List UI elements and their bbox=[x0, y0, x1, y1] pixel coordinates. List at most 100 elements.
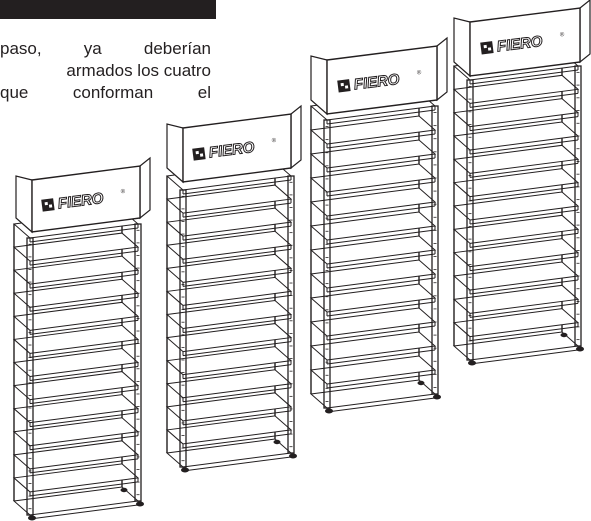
shelf-lip bbox=[469, 162, 579, 178]
rack-shelf bbox=[309, 307, 437, 337]
rack-foot bbox=[28, 515, 36, 521]
shelf-lip bbox=[29, 273, 139, 289]
rack-foot bbox=[468, 360, 476, 366]
rack-foot bbox=[576, 346, 584, 352]
rack-foot bbox=[289, 453, 297, 459]
shelf-lip bbox=[326, 277, 436, 293]
shelf-lip bbox=[182, 364, 292, 380]
shelf-lip bbox=[29, 504, 139, 520]
shelf-lip bbox=[182, 248, 292, 264]
rack-shelf bbox=[12, 440, 140, 470]
shelf-lip bbox=[182, 387, 292, 403]
rack-foot bbox=[417, 380, 425, 386]
rack-shelf bbox=[452, 308, 580, 338]
rack-foot bbox=[120, 487, 128, 493]
shelf-lip bbox=[469, 349, 579, 365]
section-header-bar bbox=[0, 0, 216, 19]
shelf-lip bbox=[469, 139, 579, 155]
sign-wing bbox=[579, 0, 591, 64]
shelf-lip bbox=[182, 294, 292, 310]
rack-foot bbox=[273, 439, 281, 445]
shelf-lip bbox=[182, 202, 292, 218]
shelf-lip bbox=[469, 326, 579, 342]
rack-shelf bbox=[165, 299, 293, 330]
rack-post bbox=[134, 223, 142, 502]
rack-post bbox=[323, 119, 331, 409]
rack-shelf bbox=[309, 139, 437, 169]
shelf-lip bbox=[182, 410, 292, 426]
rack-post bbox=[179, 189, 187, 468]
shelf-lip bbox=[326, 157, 436, 173]
rack-shelf bbox=[12, 232, 140, 262]
shelf-lip bbox=[469, 232, 579, 248]
rack-shelf bbox=[452, 74, 580, 104]
rack-post bbox=[574, 65, 582, 347]
shelf-lip bbox=[182, 318, 292, 333]
shelf-lip bbox=[29, 389, 139, 405]
rack-shelf bbox=[12, 278, 140, 308]
rack-shelf bbox=[309, 331, 437, 361]
rack-shelf bbox=[309, 259, 437, 289]
brand-name: FIERO bbox=[353, 71, 401, 94]
shelf-lip bbox=[29, 458, 139, 474]
rack-foot bbox=[181, 467, 189, 473]
rack-foot bbox=[136, 501, 144, 507]
rack-shelf bbox=[165, 184, 293, 214]
shelf-lip bbox=[469, 302, 579, 318]
rack-shelf bbox=[452, 238, 580, 268]
sign-panel bbox=[31, 165, 141, 233]
shelf-lip bbox=[29, 435, 139, 451]
rack-shelf bbox=[12, 463, 140, 493]
brand-logo: FIERO® bbox=[192, 137, 277, 162]
rack-shelf bbox=[12, 394, 140, 424]
rack-shelf bbox=[165, 207, 293, 237]
shelf-lip bbox=[469, 209, 579, 225]
sign-panel bbox=[469, 7, 581, 77]
registered-mark: ® bbox=[416, 69, 422, 77]
brand-logo-icon bbox=[337, 79, 351, 93]
rack-shelf bbox=[452, 144, 580, 174]
rack-shelf bbox=[452, 284, 580, 314]
brand-logo-icon bbox=[41, 198, 55, 212]
rack-post bbox=[431, 105, 439, 395]
registered-mark: ® bbox=[271, 137, 277, 145]
sign-wing bbox=[139, 156, 151, 220]
registered-mark: ® bbox=[559, 31, 565, 39]
shelf-lip bbox=[326, 133, 436, 149]
rack-foot bbox=[325, 408, 333, 414]
paragraph-line: armados los cuatro bbox=[66, 61, 211, 80]
rack-shelf bbox=[309, 235, 437, 265]
display-rack: FIERO ® bbox=[309, 36, 448, 414]
rack-shelf bbox=[165, 438, 293, 468]
shelf-lip bbox=[29, 481, 139, 497]
rack-shelf bbox=[165, 276, 293, 306]
display-rack: FIERO® bbox=[165, 104, 302, 473]
rack-shelf bbox=[452, 191, 580, 221]
shelf-lip bbox=[29, 412, 139, 428]
shelf-lip bbox=[469, 116, 579, 132]
brand-logo: FIERO ® bbox=[337, 69, 422, 94]
rack-post bbox=[287, 175, 295, 454]
rack-shelf bbox=[12, 347, 140, 378]
rack-shelf bbox=[452, 261, 580, 291]
rack-shelf bbox=[165, 415, 293, 445]
rack-shelf bbox=[165, 253, 293, 283]
rack-shelf bbox=[309, 187, 437, 217]
brand-name: FIERO bbox=[496, 33, 544, 56]
shelf-lip bbox=[29, 227, 139, 243]
shelf-lip bbox=[326, 253, 436, 269]
sign-panel bbox=[326, 45, 438, 115]
rack-shelf bbox=[309, 163, 437, 193]
rack-shelf bbox=[452, 121, 580, 151]
rack-post bbox=[466, 79, 474, 361]
rack-shelf bbox=[12, 301, 140, 331]
shelf-lip bbox=[469, 92, 579, 108]
rack-shelf bbox=[12, 417, 140, 447]
rack-post bbox=[26, 237, 34, 516]
shelf-lip bbox=[469, 186, 579, 202]
shelf-lip bbox=[182, 456, 292, 472]
rack-foot bbox=[433, 394, 441, 400]
shelf-lip bbox=[29, 342, 139, 358]
shelf-lip bbox=[326, 229, 436, 245]
